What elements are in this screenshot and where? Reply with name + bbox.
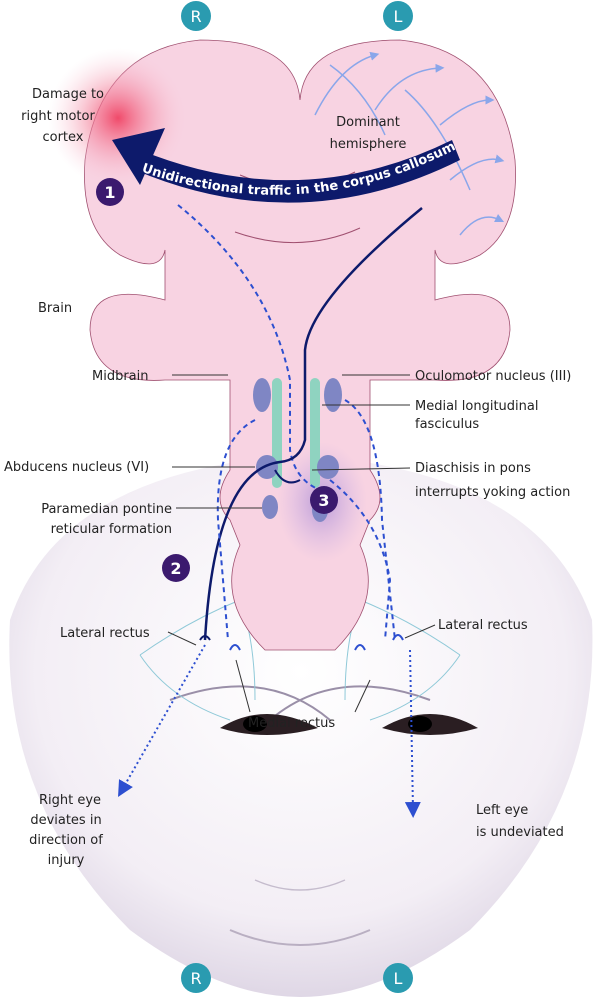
dominant-hemisphere-arrows — [314, 51, 505, 236]
marker-l-top: L — [383, 1, 413, 31]
svg-text:Damage to: Damage to — [32, 87, 104, 102]
svg-text:Right eye: Right eye — [39, 793, 101, 808]
abducens-nucleus-left — [317, 455, 339, 479]
svg-text:Paramedian pontine: Paramedian pontine — [41, 502, 172, 517]
mlf-label: Medial longitudinal fasciculus — [415, 399, 538, 432]
oculomotor-label: Oculomotor nucleus (III) — [415, 369, 571, 384]
step-2-badge: 2 — [162, 554, 190, 582]
dominant-hemisphere-label: Dominant hemisphere — [330, 115, 407, 152]
svg-text:L: L — [394, 7, 403, 26]
marker-r-bottom: R — [181, 963, 211, 993]
right-eye — [220, 714, 318, 735]
lateral-rectus-right-label: Lateral rectus — [60, 626, 150, 641]
svg-text:Left eye: Left eye — [476, 803, 528, 818]
svg-text:direction of: direction of — [29, 833, 103, 848]
svg-text:right motor: right motor — [21, 109, 95, 124]
svg-text:cortex: cortex — [42, 130, 83, 145]
oculomotor-nucleus-right — [253, 378, 271, 412]
svg-text:Diaschisis in pons: Diaschisis in pons — [415, 461, 531, 476]
svg-text:Dominant: Dominant — [336, 115, 400, 130]
damage-label: Damage to right motor cortex — [21, 87, 104, 145]
abducens-label: Abducens nucleus (VI) — [4, 460, 149, 475]
diaschisis-label: Diaschisis in pons interrupts yoking act… — [415, 461, 570, 500]
svg-text:reticular formation: reticular formation — [51, 522, 172, 537]
left-eye-label: Left eye is undeviated — [476, 803, 564, 840]
svg-text:Medial longitudinal: Medial longitudinal — [415, 399, 538, 414]
midbrain-label: Midbrain — [92, 369, 149, 384]
svg-text:is undeviated: is undeviated — [476, 825, 564, 840]
marker-r-top: R — [181, 1, 211, 31]
pprf-right — [262, 495, 278, 519]
svg-text:R: R — [190, 969, 201, 988]
pprf-label: Paramedian pontine reticular formation — [41, 502, 172, 537]
medial-rectus-label: Medial rectus — [248, 716, 335, 731]
abducens-nucleus-right — [256, 455, 278, 479]
svg-text:R: R — [190, 7, 201, 26]
svg-text:fasciculus: fasciculus — [415, 417, 479, 432]
step-3-badge: 3 — [310, 486, 338, 514]
step-1-badge: 1 — [96, 178, 124, 206]
marker-l-bottom: L — [383, 963, 413, 993]
svg-text:deviates in: deviates in — [30, 813, 101, 828]
svg-text:1: 1 — [104, 183, 115, 202]
brain-label: Brain — [38, 301, 72, 316]
pathways — [118, 204, 423, 818]
svg-text:2: 2 — [170, 559, 181, 578]
svg-text:injury: injury — [48, 853, 85, 868]
svg-text:interrupts yoking action: interrupts yoking action — [415, 485, 570, 500]
svg-text:hemisphere: hemisphere — [330, 137, 407, 152]
svg-text:L: L — [394, 969, 403, 988]
lateral-rectus-left-label: Lateral rectus — [438, 618, 528, 633]
right-eye-label: Right eye deviates in direction of injur… — [29, 793, 103, 868]
svg-text:3: 3 — [318, 491, 329, 510]
oculomotor-nucleus-left — [324, 378, 342, 412]
left-eye — [382, 714, 478, 735]
mlf-left — [310, 378, 320, 488]
